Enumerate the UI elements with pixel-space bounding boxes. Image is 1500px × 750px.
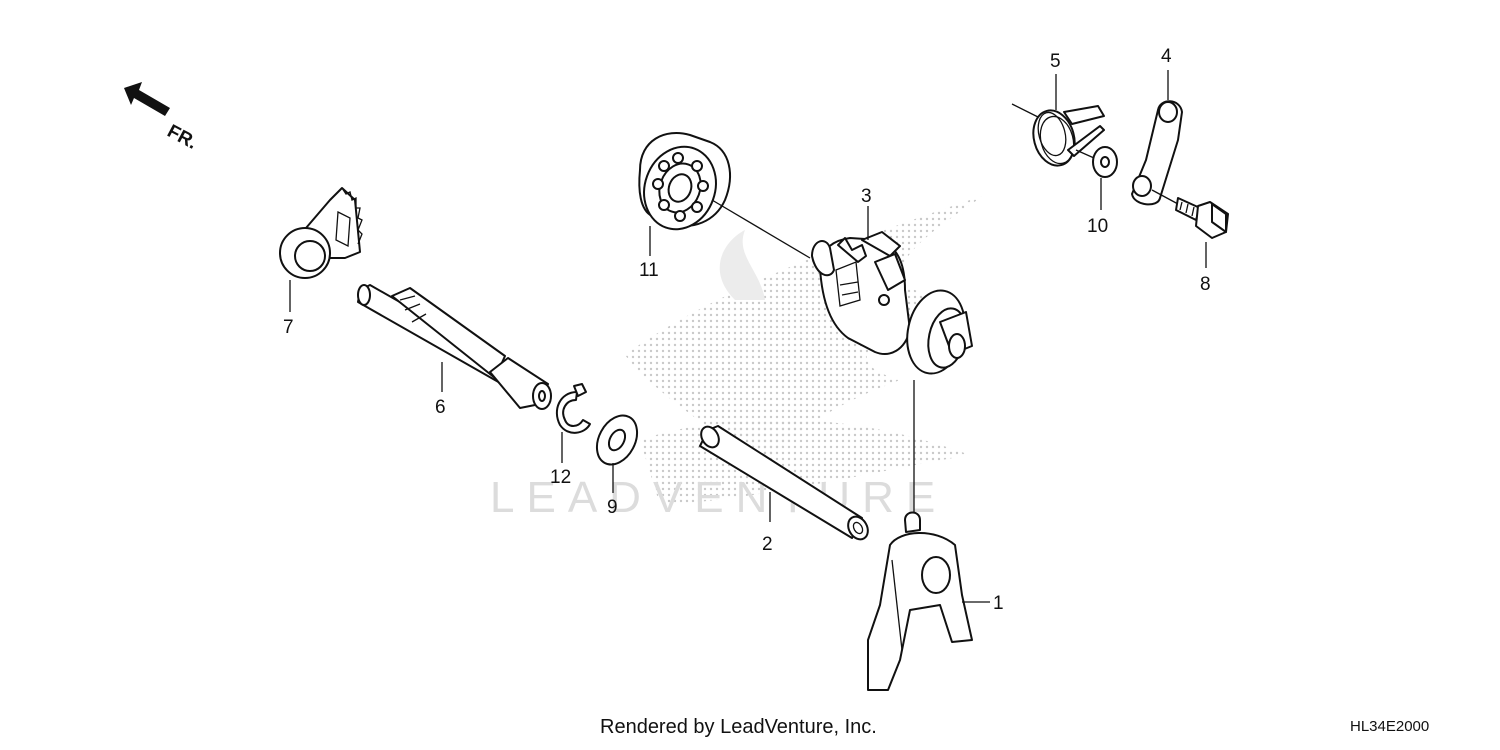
- front-arrow-icon: [124, 82, 170, 116]
- front-direction-label: FR.: [164, 121, 201, 154]
- callout-11: 11: [639, 260, 659, 281]
- callout-8: 8: [1200, 274, 1211, 295]
- front-direction-indicator: FR.: [124, 82, 201, 154]
- part-4-stopper-arm: 4: [1131, 46, 1183, 206]
- callout-3: 3: [861, 186, 872, 207]
- part-3-shift-drum: 3: [811, 186, 973, 520]
- rendered-by-credit: Rendered by LeadVenture, Inc.: [600, 716, 877, 738]
- callout-9: 9: [607, 497, 618, 518]
- part-12-circlip: 12: [550, 383, 591, 488]
- watermark-flame: [719, 230, 765, 300]
- callout-2: 2: [762, 534, 773, 555]
- callout-12: 12: [550, 467, 571, 488]
- part-1-shift-fork: 1: [867, 511, 1004, 691]
- callout-7: 7: [283, 317, 294, 338]
- callout-1: 1: [993, 593, 1004, 614]
- part-11-ball-bearing: 11: [638, 132, 811, 281]
- part-2-fork-shaft: 2: [699, 425, 869, 555]
- part-5-return-spring: 5: [1011, 51, 1105, 167]
- part-10-washer: 10: [1075, 146, 1118, 237]
- callout-10: 10: [1087, 216, 1108, 237]
- diagram-code: HL34E2000: [1350, 718, 1430, 735]
- part-7-segment-arm: 7: [279, 187, 363, 338]
- part-9-washer: 9: [595, 414, 639, 518]
- callout-4: 4: [1161, 46, 1172, 67]
- callout-5: 5: [1050, 51, 1061, 72]
- part-6-gearshift-spindle: 6: [357, 284, 552, 418]
- watermark-text: LEADVENTURE: [490, 473, 947, 522]
- part-8-bolt: 8: [1151, 189, 1229, 295]
- callout-6: 6: [435, 397, 446, 418]
